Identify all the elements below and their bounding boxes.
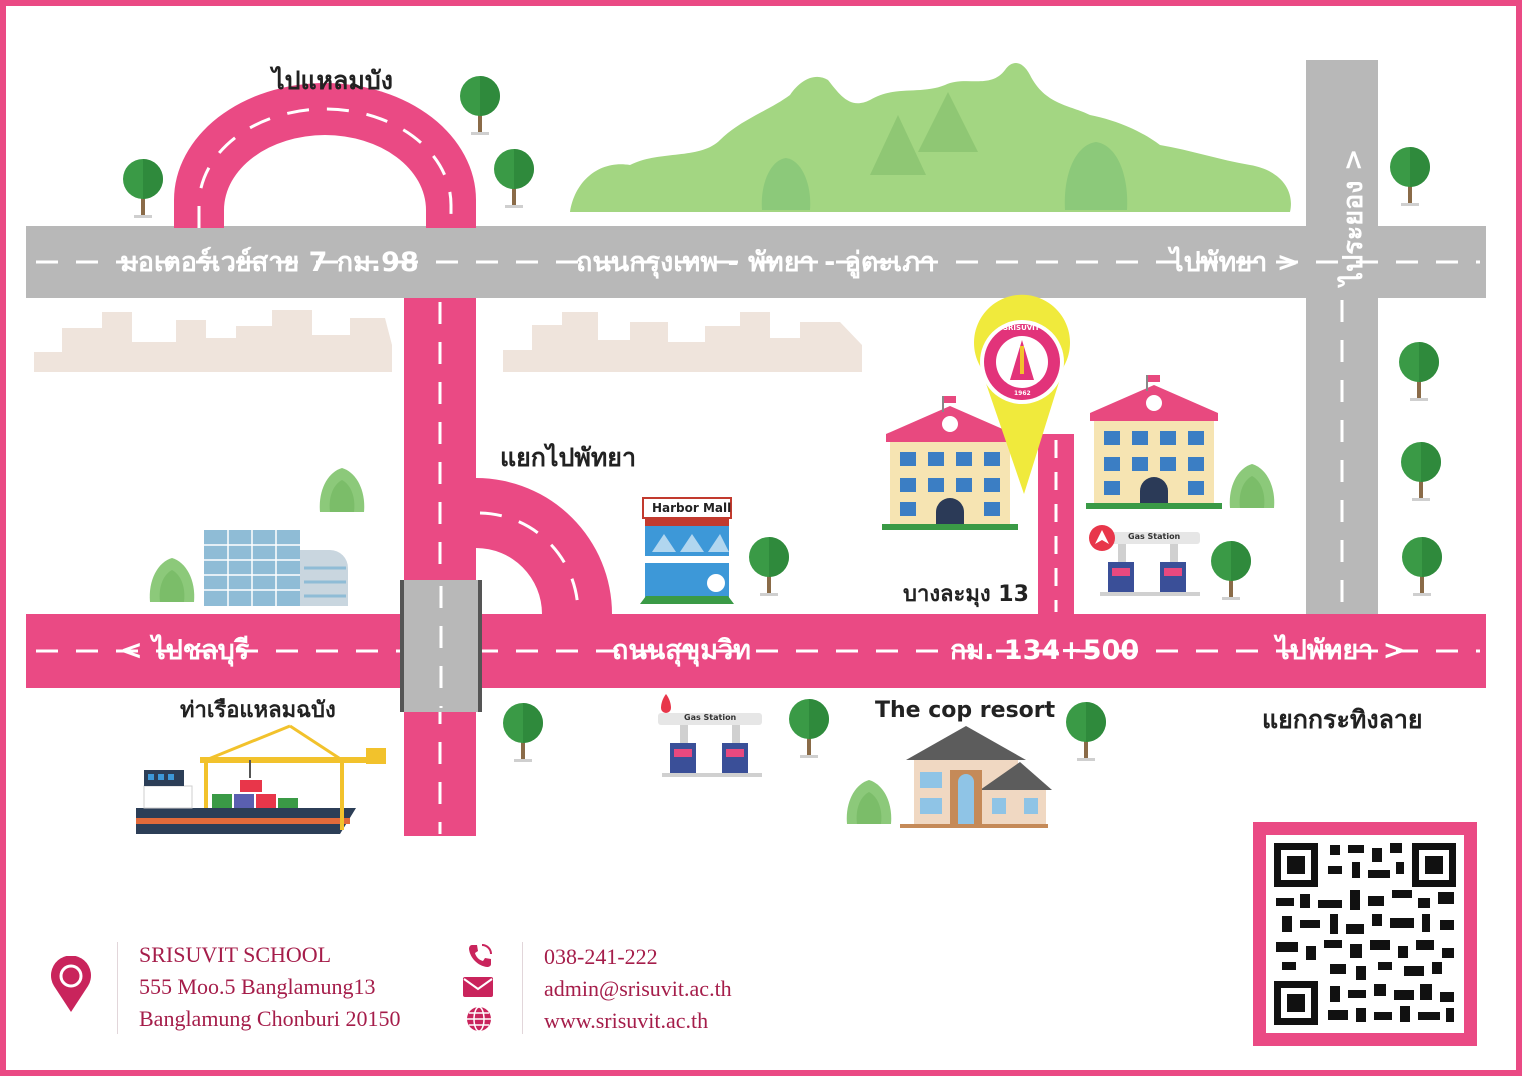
rayong-road bbox=[1306, 60, 1378, 615]
phone-number[interactable]: 038-241-222 bbox=[544, 944, 658, 969]
tree bbox=[789, 699, 829, 758]
motorway-label: มอเตอร์เวย์สาย 7 กม.98 bbox=[120, 247, 419, 278]
skyline-middle bbox=[503, 312, 862, 372]
to-pattaya-bottom-label: ไปพัทยา > bbox=[1276, 635, 1406, 666]
to-rayong-label: ไประยอง > bbox=[1338, 148, 1369, 286]
laem-chabang-loop bbox=[174, 83, 476, 228]
cop-resort-building bbox=[900, 726, 1052, 828]
mail-icon bbox=[463, 977, 493, 997]
bush bbox=[846, 780, 892, 824]
tree bbox=[1066, 702, 1106, 761]
location-pin-icon bbox=[51, 956, 91, 1012]
gas-station-2 bbox=[658, 713, 762, 777]
km-marker-label: กม. 134+500 bbox=[950, 635, 1140, 666]
laem-chabang-port bbox=[136, 724, 386, 834]
tree bbox=[494, 149, 534, 208]
gas-station-1-label: Gas Station bbox=[1128, 532, 1181, 541]
tree bbox=[503, 703, 543, 762]
office-building bbox=[204, 530, 348, 606]
port-label: ท่าเรือแหลมฉบัง bbox=[180, 698, 336, 723]
gas-station-2-label: Gas Station bbox=[684, 713, 737, 722]
pin-logo-text: SRISUVIT bbox=[1003, 324, 1040, 332]
skyline-left bbox=[34, 310, 392, 372]
tree bbox=[1402, 537, 1442, 596]
address-line-1: 555 Moo.5 Banglamung13 bbox=[139, 974, 376, 999]
bush bbox=[319, 468, 365, 512]
krating-lai-junction-label: แยกกระทิงลาย bbox=[1262, 705, 1423, 734]
globe-icon bbox=[467, 1006, 491, 1032]
phone-icon bbox=[469, 944, 492, 967]
tree bbox=[1399, 342, 1439, 401]
to-pattaya-top-label: ไปพัทยา > bbox=[1170, 247, 1300, 278]
junction-pattaya-label: แยกไปพัทยา bbox=[500, 443, 636, 472]
school-location-pin bbox=[974, 294, 1070, 494]
pin-logo-year: 1962 bbox=[1014, 390, 1031, 397]
contact-footer: SRISUVIT SCHOOL 555 Moo.5 Banglamung13 B… bbox=[0, 930, 1240, 1040]
to-chonburi-label: < ไปชลบุรี bbox=[120, 635, 250, 666]
qr-code bbox=[1253, 822, 1477, 1046]
school-building-right bbox=[1085, 374, 1223, 510]
banglamung13-road bbox=[1038, 434, 1074, 616]
laem-chabang-direction-label: ไปแหลมบัง bbox=[272, 66, 393, 95]
tree bbox=[1211, 541, 1251, 600]
banglamung13-label: บางละมุง 13 bbox=[903, 582, 1029, 607]
website-link[interactable]: www.srisuvit.ac.th bbox=[544, 1008, 709, 1033]
harbor-mall-label: Harbor Mall bbox=[652, 501, 732, 515]
email-link[interactable]: admin@srisuvit.ac.th bbox=[544, 976, 732, 1001]
tree bbox=[1401, 442, 1441, 501]
pattaya-junction-curve bbox=[476, 478, 612, 614]
sukhumvit-road-label: ถนนสุขุมวิท bbox=[612, 635, 751, 666]
cop-resort-label: The cop resort bbox=[875, 698, 1056, 723]
tree bbox=[1390, 147, 1430, 206]
address-line-2: Banglamung Chonburi 20150 bbox=[139, 1006, 401, 1031]
bush bbox=[1229, 464, 1275, 508]
tree bbox=[123, 159, 163, 218]
bangkok-pattaya-road-label: ถนนกรุงเทพ - พัทยา - อู่ตะเภา bbox=[576, 247, 936, 278]
bush bbox=[149, 558, 195, 602]
gas-logo-2 bbox=[661, 694, 671, 713]
tree bbox=[460, 76, 500, 135]
tree bbox=[749, 537, 789, 596]
harbor-mall-building bbox=[640, 497, 734, 604]
school-name: SRISUVIT SCHOOL bbox=[139, 942, 332, 967]
